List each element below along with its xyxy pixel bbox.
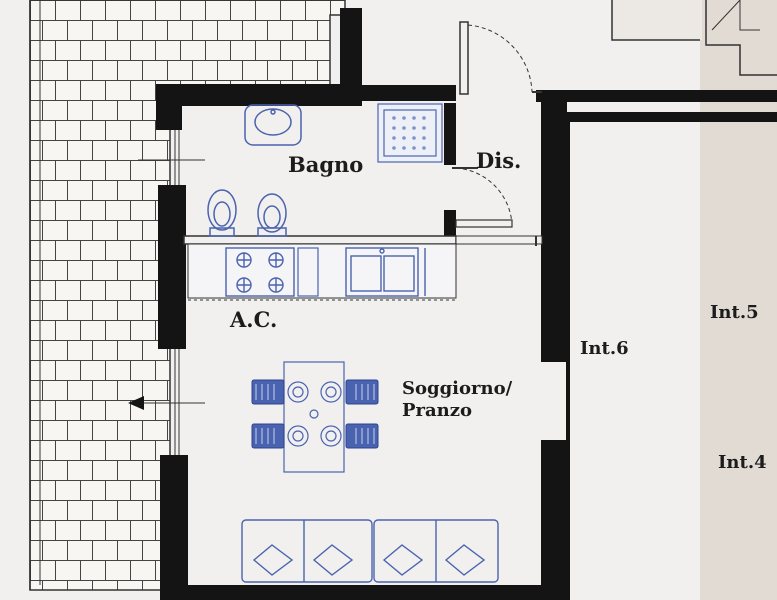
shower-tray-icon (377, 103, 443, 163)
unit-label-upper-neighbor: Int.5 (710, 302, 759, 323)
room-label-living-dining: Soggiorno/ Pranzo (402, 378, 552, 422)
bathroom-sink-icon (244, 104, 302, 146)
toilet-icon (257, 193, 287, 237)
room-label-hallway: Dis. (476, 148, 522, 173)
dining-chair-icon (251, 379, 379, 449)
kitchen-sink-icon (345, 247, 426, 297)
entrance-arrow-icon (128, 396, 144, 410)
left-window (174, 130, 180, 455)
unit-label-lower-neighbor: Int.4 (718, 452, 767, 473)
room-label-bathroom: Bagno (288, 152, 364, 177)
room-label-living-dining-line1: Soggiorno/ (402, 378, 513, 399)
neighbor-area-top (612, 0, 702, 40)
bathroom-door (452, 167, 513, 228)
dining-table-icon (283, 361, 345, 473)
stove-icon (225, 247, 295, 297)
unit-label-current: Int.6 (580, 338, 629, 359)
bidet-icon (207, 189, 237, 237)
fridge-icon (297, 247, 319, 297)
room-label-living-dining-line2: Pranzo (402, 400, 472, 421)
entry-door (459, 21, 542, 95)
walls (156, 8, 777, 600)
wall-outline-left (566, 112, 570, 600)
kitchen-wall (183, 235, 457, 245)
room-label-kitchen-corner: A.C. (230, 307, 278, 332)
sofa-icon (241, 519, 499, 583)
kitchen-counter (187, 243, 457, 301)
